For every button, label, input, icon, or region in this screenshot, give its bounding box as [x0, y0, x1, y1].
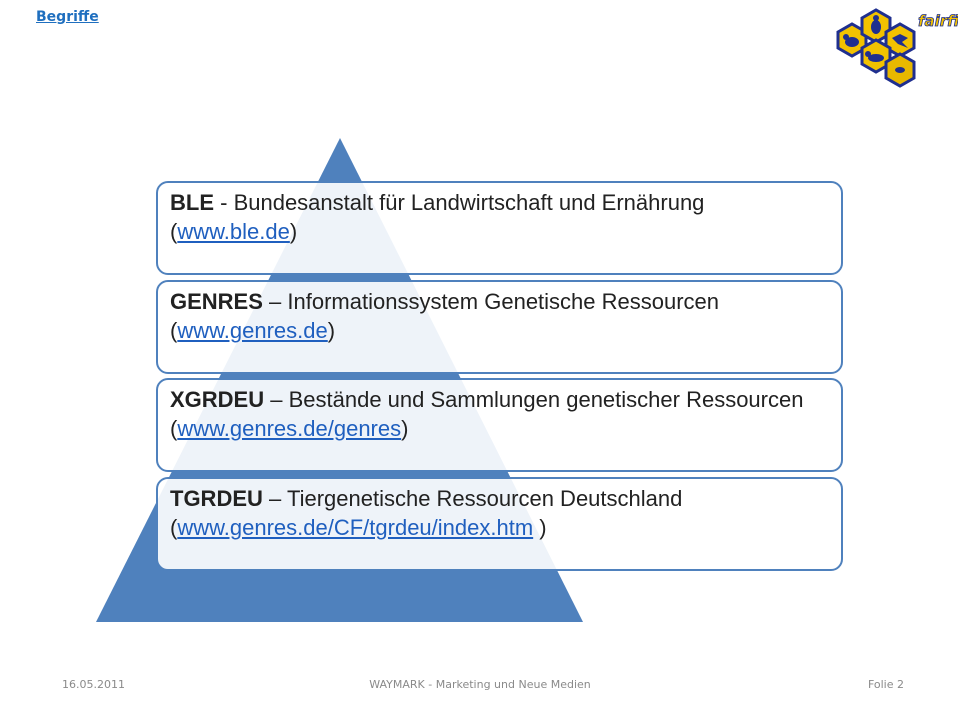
paren-open: ( — [170, 219, 178, 244]
paren-close: ) — [327, 318, 336, 343]
paren-close: ) — [401, 416, 409, 441]
term-label: TGRDEU — [170, 486, 263, 511]
term-box-tgrdeu: TGRDEU – Tiergenetische Ressourcen Deuts… — [156, 477, 843, 571]
begriffe-link[interactable]: Begriffe — [36, 9, 99, 25]
term-link[interactable]: www.genres.de — [177, 318, 328, 343]
term-separator: – — [262, 486, 287, 511]
term-label: BLE — [170, 190, 214, 215]
term-box-genres: GENRES – Informationssystem Genetische R… — [156, 280, 843, 374]
paren-close: ) — [533, 515, 547, 540]
term-link[interactable]: www.ble.de — [177, 219, 290, 244]
footer-page-number: Folie 2 — [867, 678, 904, 691]
term-description: Bundesanstalt für Landwirtschaft und Ern… — [233, 190, 705, 215]
fairfile-logo: fairfile — [818, 4, 958, 96]
term-link[interactable]: www.genres.de/genres — [177, 416, 402, 441]
fairfile-logo-icon: fairfile — [836, 8, 958, 88]
footer-title: WAYMARK - Marketing und Neue Medien — [369, 678, 591, 691]
term-box-ble: BLE - Bundesanstalt für Landwirtschaft u… — [156, 181, 843, 275]
term-box-xgrdeu: XGRDEU – Bestände und Sammlungen genetis… — [156, 378, 843, 472]
logo-text: fairfile — [918, 12, 958, 30]
term-label: GENRES — [170, 289, 263, 314]
term-separator: - — [214, 190, 234, 215]
paren-close: ) — [289, 219, 298, 244]
paren-open: ( — [170, 515, 178, 540]
term-description: Tiergenetische Ressourcen Deutschland — [286, 486, 683, 511]
paren-open: ( — [170, 318, 178, 343]
term-label: XGRDEU — [170, 387, 265, 412]
term-separator: – — [262, 289, 288, 314]
term-description: Bestände und Sammlungen genetischer Ress… — [288, 387, 804, 412]
paren-open: ( — [170, 416, 178, 441]
footer-date: 16.05.2011 — [62, 678, 125, 691]
term-description: Informationssystem Genetische Ressourcen — [287, 289, 720, 314]
term-link[interactable]: www.genres.de/CF/tgrdeu/index.htm — [177, 515, 534, 540]
term-separator: – — [264, 387, 289, 412]
